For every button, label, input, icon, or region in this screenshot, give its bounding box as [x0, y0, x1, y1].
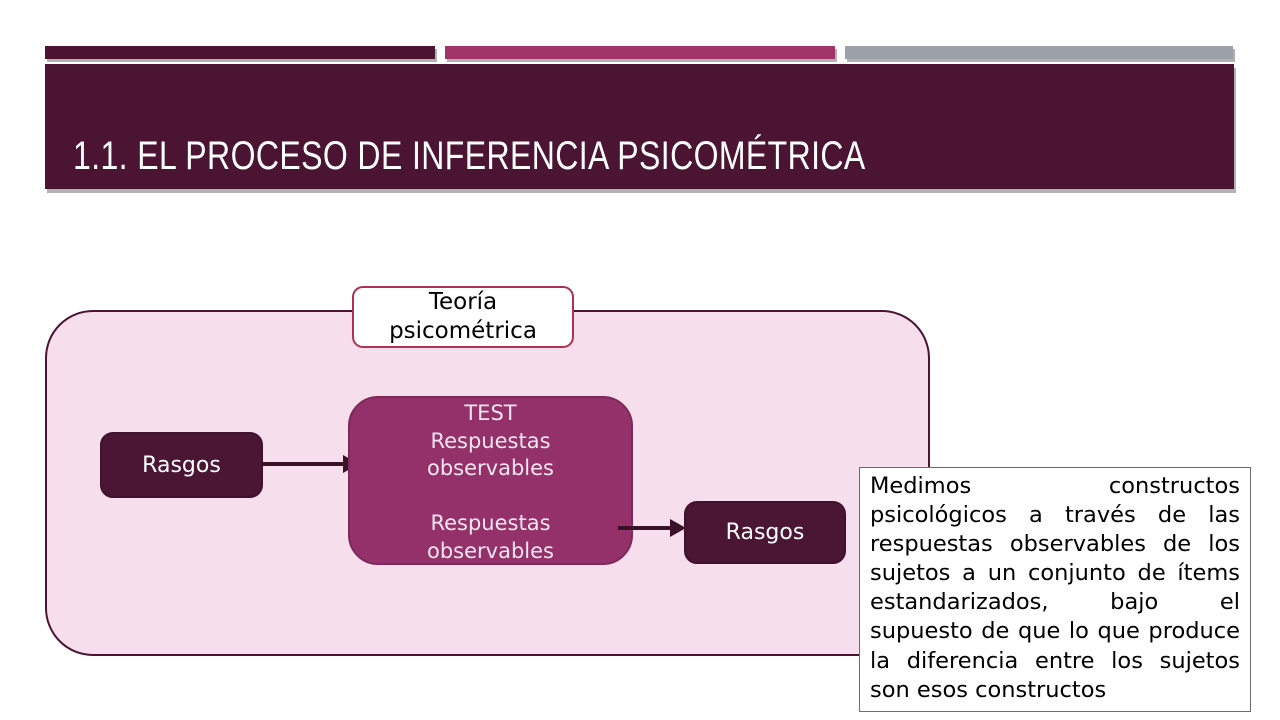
note-box: Medimos constructos psicológicos a travé…	[859, 467, 1251, 712]
arrow-test-to-rasgos	[618, 526, 670, 530]
right-rasgos-label: Rasgos	[725, 520, 805, 545]
accent-bar-magenta	[445, 46, 835, 59]
accent-bar-gray	[845, 46, 1233, 59]
left-rasgos-label: Rasgos	[142, 452, 221, 478]
test-box-line: Respuestas	[430, 428, 551, 453]
test-box: TEST Respuestas observables Respuestas o…	[348, 396, 633, 565]
test-box-line: TEST	[464, 401, 517, 425]
test-box-line: observables	[427, 456, 554, 480]
test-box-line	[350, 483, 631, 511]
theory-label-line1: Teoría	[428, 289, 498, 315]
test-box-line: Respuestas	[430, 511, 551, 535]
theory-label-box: Teoría psicométrica	[352, 286, 574, 348]
theory-label-line2: psicométrica	[389, 318, 537, 344]
test-box-line: observables	[427, 538, 554, 563]
arrow-test-to-rasgos-head	[670, 519, 686, 537]
title-banner: 1.1. EL PROCESO DE INFERENCIA PSICOMÉTRI…	[45, 64, 1234, 189]
right-rasgos-box: Rasgos	[684, 501, 846, 564]
accent-bar-maroon	[45, 46, 435, 59]
slide-title: 1.1. EL PROCESO DE INFERENCIA PSICOMÉTRI…	[73, 134, 866, 178]
arrow-rasgos-to-test	[262, 462, 343, 466]
left-rasgos-box: Rasgos	[100, 432, 263, 498]
